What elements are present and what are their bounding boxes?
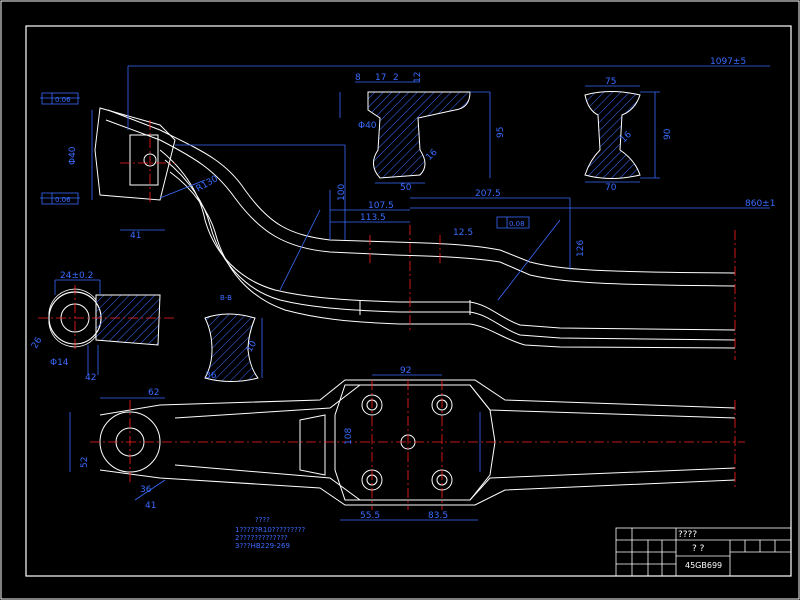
dim-roughness: 12.5 <box>453 228 473 238</box>
notes-line-3: 3???HB229-269 <box>235 542 290 550</box>
plan-view <box>99 379 736 506</box>
bb-dim-36: 36 <box>205 371 217 381</box>
tolerance-frames: 0.06 0.06 0.08 <box>41 92 530 229</box>
side-view-centerlines <box>120 120 736 360</box>
sec1-dim-95: 95 <box>496 127 506 138</box>
plan-dim-62: 62 <box>148 388 159 398</box>
eye-dim-42: 42 <box>85 373 96 383</box>
dim-100: 100 <box>337 184 347 201</box>
drawing-frame <box>25 25 792 577</box>
plan-view-dims <box>69 374 481 521</box>
technical-notes: ???? 1?????R10????????? 2????????????? 3… <box>235 516 306 550</box>
section-upper-left: 8 17 2 12 Φ40 95 50 16 <box>339 72 506 193</box>
plan-dim-108: 108 <box>344 428 354 445</box>
notes-title: ???? <box>255 516 270 524</box>
dim-40: Φ40 <box>68 146 78 165</box>
plan-view-dim-text: 62 52 92 55.5 83.5 108 41 36 <box>80 366 448 521</box>
title-block <box>615 527 792 577</box>
tol-flat1: 0.06 <box>55 96 71 104</box>
eye-dim-24: 24±0.2 <box>60 271 93 281</box>
title-block-text: ???? ? ? 45GB699 <box>678 530 722 570</box>
plan-dim-55: 55.5 <box>360 511 380 521</box>
title-block-q: ? ? <box>692 544 705 554</box>
dim-overall-length: 1097±5 <box>710 57 746 67</box>
sec1-dim-2: 2 <box>393 73 399 83</box>
title-block-name: ???? <box>678 530 697 540</box>
plan-view-centerlines <box>90 380 745 510</box>
plan-dim-41: 41 <box>145 501 156 511</box>
tol-flat2: 0.06 <box>55 196 71 204</box>
sec1-dim-40: Φ40 <box>358 121 377 131</box>
dim-41: 41 <box>130 231 141 241</box>
section-b-b: B-B 36 10 <box>204 294 263 382</box>
dim-107: 107.5 <box>368 201 394 211</box>
dim-126: 126 <box>576 240 586 257</box>
dim-span-right: 860±1 <box>745 199 775 209</box>
plan-dim-36: 36 <box>140 485 152 495</box>
sec1-dim-16: 16 <box>424 147 439 162</box>
section-upper-right: 75 70 90 16 <box>584 77 673 193</box>
sec2-dim-70: 70 <box>605 183 617 193</box>
dim-113: 113.5 <box>360 213 386 223</box>
dim-207: 207.5 <box>475 189 501 199</box>
tol-perp: 0.08 <box>509 220 525 228</box>
eye-detail: 24±0.2 Φ14 42 26 <box>30 271 175 383</box>
plan-dim-52: 52 <box>80 457 90 468</box>
sec2-dim-90: 90 <box>663 128 673 140</box>
sec2-dim-75: 75 <box>605 77 616 87</box>
label-section-b: B-B <box>220 294 232 302</box>
plan-dim-92: 92 <box>400 366 411 376</box>
eye-dim-14: Φ14 <box>50 358 69 368</box>
eye-dim-26: 26 <box>30 335 45 350</box>
sec1-dim-17: 17 <box>375 73 386 83</box>
title-block-material: 45GB699 <box>685 561 722 570</box>
sec1-dim-50: 50 <box>400 183 412 193</box>
notes-line-2: 2????????????? <box>235 534 288 542</box>
notes-line-1: 1?????R10????????? <box>235 526 306 534</box>
sec1-dim-12: 12 <box>413 72 423 83</box>
side-view-dims <box>40 65 770 301</box>
sec1-dim-8: 8 <box>355 73 361 83</box>
plan-dim-83: 83.5 <box>428 511 448 521</box>
dim-130: R130 <box>195 174 221 195</box>
